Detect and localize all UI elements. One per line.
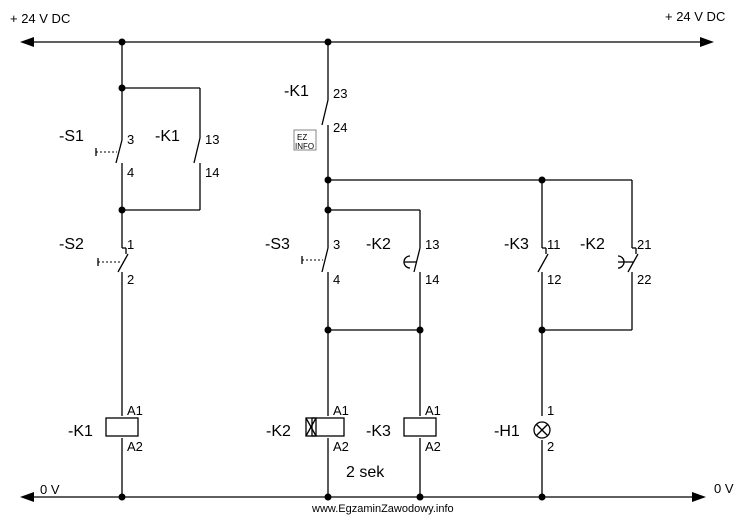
k1-coil-pin-a: A1 <box>127 403 143 418</box>
s3-pin-a: 3 <box>333 237 340 252</box>
s1-switch <box>95 139 123 164</box>
branch-3-wiring <box>541 180 633 497</box>
k1-coil-pin-b: A2 <box>127 439 143 454</box>
k1-main-contact <box>321 99 329 126</box>
k2-nc-pin-a: 21 <box>637 237 651 252</box>
k2-coil-label: -K2 <box>266 423 291 440</box>
h1-pin-b: 2 <box>547 439 554 454</box>
k2-nc-timed-contact <box>617 247 639 273</box>
k3-coil <box>403 417 437 437</box>
k3-nc-contact <box>537 247 549 273</box>
k1-coil <box>105 417 139 437</box>
timer-label: 2 sek <box>346 464 385 481</box>
branch-2-wiring <box>327 42 632 497</box>
k2-timed-contact <box>403 247 421 273</box>
h1-pin-a: 1 <box>547 403 554 418</box>
footer-watermark: www.EgzaminZawodowy.info <box>311 503 454 515</box>
k2-coil-pin-b: A2 <box>333 439 349 454</box>
s3-label: -S3 <box>265 236 290 253</box>
s2-switch <box>97 247 129 273</box>
k2-timer-coil <box>305 417 345 437</box>
k3-coil-pin-b: A2 <box>425 439 441 454</box>
k3-contact-pin-b: 12 <box>547 272 561 287</box>
top-left-rail-label: + 24 V DC <box>10 11 70 26</box>
k1-main-pin-a: 23 <box>333 86 347 101</box>
s1-label: -S1 <box>59 128 84 145</box>
bottom-right-rail-label: 0 V <box>714 481 734 496</box>
svg-text:INFO: INFO <box>295 142 314 151</box>
k1-hold-label: -K1 <box>155 128 180 145</box>
h1-label: -H1 <box>494 423 520 440</box>
bottom-rail <box>20 492 706 502</box>
k3-contact-pin-a: 11 <box>547 237 561 252</box>
top-rail <box>20 37 714 47</box>
k1-coil-label: -K1 <box>68 423 93 440</box>
k2-contact-label: -K2 <box>366 236 391 253</box>
s2-pin-b: 2 <box>127 272 134 287</box>
junction-dots <box>118 38 546 501</box>
svg-text:EZ: EZ <box>297 133 307 142</box>
k3-coil-label: -K3 <box>366 423 391 440</box>
bottom-left-rail-label: 0 V <box>40 482 60 497</box>
s3-pin-b: 4 <box>333 272 340 287</box>
k2-nc-label: -K2 <box>580 236 605 253</box>
k2-coil-pin-a: A1 <box>333 403 349 418</box>
ez-info-logo: EZ INFO <box>293 129 317 151</box>
k3-coil-pin-a: A1 <box>425 403 441 418</box>
h1-lamp <box>533 421 551 439</box>
branch-1-wiring <box>121 42 201 497</box>
s2-pin-a: 1 <box>127 237 134 252</box>
k3-contact-label: -K3 <box>504 236 529 253</box>
k1-main-pin-b: 24 <box>333 120 347 135</box>
k1-main-label: -K1 <box>284 83 309 100</box>
k1-hold-contact <box>193 137 201 164</box>
k2-nc-pin-b: 22 <box>637 272 651 287</box>
s1-pin-b: 4 <box>127 165 134 180</box>
k1-hold-pin-b: 14 <box>205 165 219 180</box>
top-right-rail-label: + 24 V DC <box>665 9 725 24</box>
k2-contact-pin-a: 13 <box>425 237 439 252</box>
k2-contact-pin-b: 14 <box>425 272 439 287</box>
k1-hold-pin-a: 13 <box>205 132 219 147</box>
s2-label: -S2 <box>59 236 84 253</box>
s1-pin-a: 3 <box>127 132 134 147</box>
s3-switch <box>301 247 329 273</box>
